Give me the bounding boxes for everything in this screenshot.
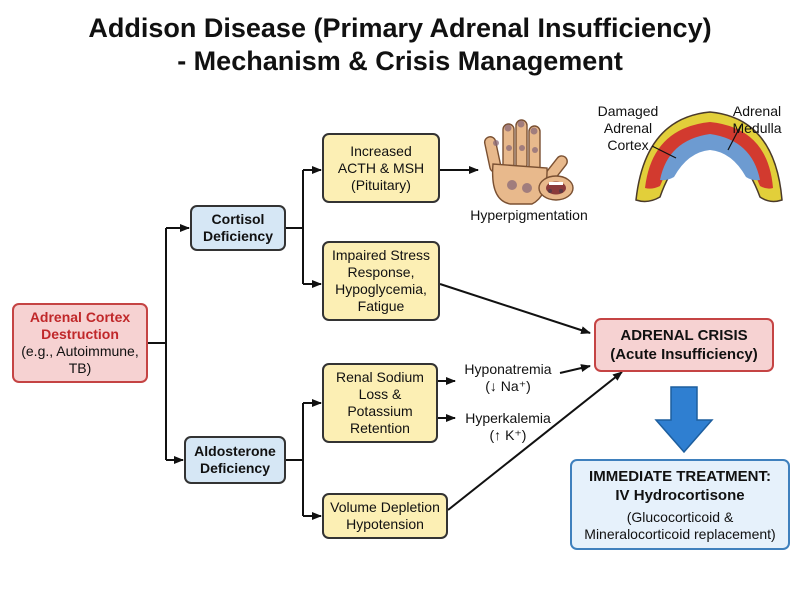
arrow-hyponatremia-to-crisis xyxy=(559,364,591,374)
renal-sodium-loss-box: Renal Sodium Loss & Potassium Retention xyxy=(322,363,438,443)
treatment-line-2: IV Hydrocortisone xyxy=(615,486,745,504)
cortex-label-line-1: Damaged xyxy=(597,103,659,119)
impaired-stress-box: Impaired Stress Response, Hypoglycemia, … xyxy=(322,241,440,321)
root-line-3: (e.g., Autoimmune, xyxy=(21,343,139,359)
crisis-line-2: (Acute Insufficiency) xyxy=(610,346,758,363)
diagram-title: Addison Disease (Primary Adrenal Insuffi… xyxy=(0,12,800,78)
acth-line-2: ACTH & MSH xyxy=(337,159,425,176)
aldosterone-line-1: Aldosterone xyxy=(194,443,276,459)
title-line-1: Addison Disease (Primary Adrenal Insuffi… xyxy=(88,13,712,43)
acth-line-3: (Pituitary) xyxy=(351,176,411,193)
stress-line-2: Response, xyxy=(347,264,415,280)
renal-line-4: Retention xyxy=(350,420,410,436)
renal-line-3: Potassium xyxy=(347,403,413,419)
treatment-line-4: Mineralocorticoid replacement) xyxy=(584,525,776,542)
hyperkalemia-label: Hyperkalemia (↑ K⁺) xyxy=(456,410,560,444)
cortex-label-line-3: Cortex xyxy=(607,137,649,153)
immediate-treatment-box: IMMEDIATE TREATMENT: IV Hydrocortisone (… xyxy=(570,459,790,550)
hyponatremia-line-2: (↓ Na⁺) xyxy=(485,378,531,394)
adrenal-medulla-label: Adrenal Medulla xyxy=(725,103,789,137)
cortisol-line-1: Cortisol xyxy=(211,211,265,227)
cortisol-line-2: Deficiency xyxy=(202,228,274,244)
cortex-label-line-2: Adrenal xyxy=(603,120,653,136)
cortisol-deficiency-box: Cortisol Deficiency xyxy=(190,205,286,251)
treatment-line-1: IMMEDIATE TREATMENT: xyxy=(589,467,771,485)
renal-line-2: Loss & xyxy=(358,386,402,402)
volume-line-1: Volume Depletion xyxy=(330,499,440,515)
crisis-line-1: ADRENAL CRISIS xyxy=(620,327,748,344)
treatment-line-3: (Glucocorticoid & xyxy=(626,508,734,525)
aldosterone-line-2: Deficiency xyxy=(199,460,271,476)
root-line-1: Adrenal Cortex xyxy=(29,309,131,325)
renal-line-1: Renal Sodium xyxy=(336,369,424,385)
stress-line-1: Impaired Stress xyxy=(331,247,431,263)
treatment-arrow xyxy=(654,386,714,454)
arrow-stress-to-crisis xyxy=(439,283,591,335)
hyponatremia-label: Hyponatremia (↓ Na⁺) xyxy=(456,361,560,395)
volume-line-2: Hypotension xyxy=(346,516,424,532)
adrenal-gland-icon xyxy=(635,111,783,203)
medulla-label-line-2: Medulla xyxy=(732,120,782,136)
acth-line-1: Increased xyxy=(350,142,412,159)
hyperkalemia-line-2: (↑ K⁺) xyxy=(489,427,527,443)
root-line-2: Destruction xyxy=(41,326,119,342)
adrenal-crisis-box: ADRENAL CRISIS (Acute Insufficiency) xyxy=(594,318,774,372)
volume-depletion-box: Volume Depletion Hypotension xyxy=(322,493,448,539)
increased-acth-box: Increased ACTH & MSH (Pituitary) xyxy=(322,133,440,203)
root-line-4: TB) xyxy=(68,360,92,376)
hyperpigmentation-label: Hyperpigmentation xyxy=(470,207,588,223)
aldosterone-deficiency-box: Aldosterone Deficiency xyxy=(184,436,286,484)
stress-line-4: Fatigue xyxy=(357,298,405,314)
pigmented-hand-icon xyxy=(483,119,568,205)
stress-line-3: Hypoglycemia, xyxy=(335,281,427,297)
damaged-cortex-label: Damaged Adrenal Cortex xyxy=(590,103,666,154)
arrow-volume-to-crisis xyxy=(447,371,623,511)
hyponatremia-line-1: Hyponatremia xyxy=(464,361,552,377)
medulla-label-line-1: Adrenal xyxy=(732,103,782,119)
adrenal-cortex-destruction-box: Adrenal Cortex Destruction (e.g., Autoim… xyxy=(12,303,148,383)
pigmented-mouth-icon xyxy=(538,175,574,201)
hyperkalemia-line-1: Hyperkalemia xyxy=(465,410,551,426)
title-line-2: - Mechanism & Crisis Management xyxy=(177,46,623,76)
